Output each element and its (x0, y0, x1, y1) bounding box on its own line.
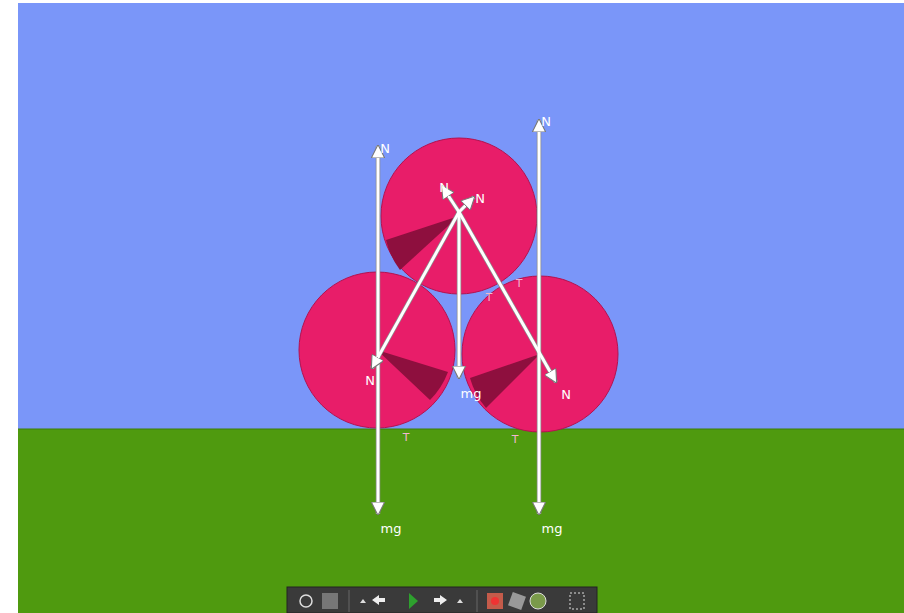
ground (18, 429, 904, 613)
force-arrows (372, 120, 556, 514)
sky (18, 3, 904, 429)
normal-force-label: N (365, 373, 375, 388)
force-arrow-outlines (372, 120, 556, 514)
friction-label: T (512, 432, 519, 447)
toolbar (287, 587, 597, 613)
normal-force-label: N (380, 141, 390, 156)
friction-label: T (403, 430, 410, 445)
weight-label: mg (381, 521, 402, 536)
normal-force-label: N (561, 387, 571, 402)
balls (299, 138, 618, 432)
normal-force-label: N (541, 114, 551, 129)
weight-label: mg (461, 386, 482, 401)
friction-label: T (516, 276, 523, 291)
normal-force-label: N (475, 191, 485, 206)
normal-force-label: N (439, 180, 449, 195)
weight-label: mg (542, 521, 563, 536)
friction-label: T (486, 290, 493, 305)
